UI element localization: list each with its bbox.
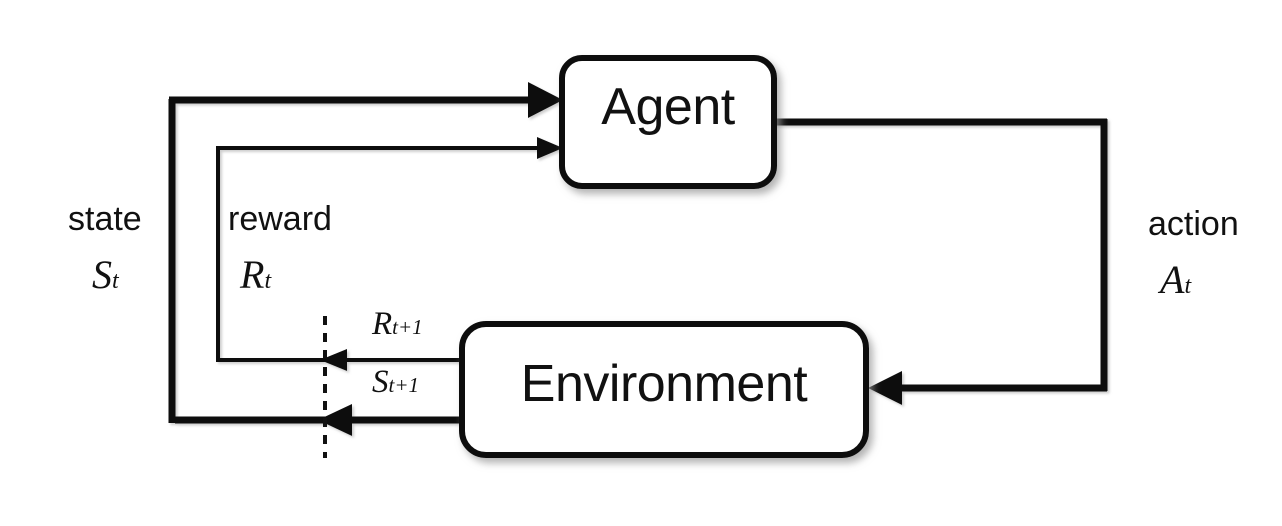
agent-box[interactable] bbox=[559, 55, 777, 189]
environment-box[interactable] bbox=[459, 321, 869, 458]
edge-action-forward bbox=[772, 118, 1108, 405]
edge-state-feedback bbox=[168, 82, 563, 436]
edge-reward-feedback bbox=[216, 137, 563, 371]
